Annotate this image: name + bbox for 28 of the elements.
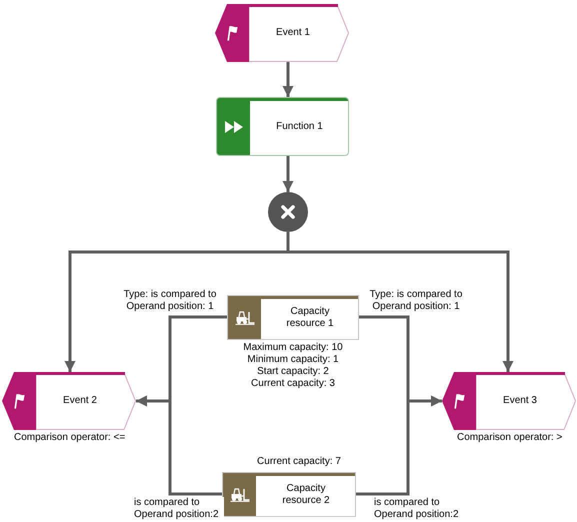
annotation-text: Start capacity: 2 <box>257 366 329 378</box>
event-label: Event 3 <box>503 395 537 407</box>
annotation-text: Comparison operator: <= <box>14 432 126 444</box>
resource-label: Capacity resource 1 <box>285 306 335 330</box>
annotation-text: Comparison operator: > <box>457 432 562 444</box>
function-label: Function 1 <box>276 120 323 132</box>
annotation-text: Maximum capacity: 10 <box>243 342 343 354</box>
event-hexagon <box>442 372 576 430</box>
connector-arrow <box>282 62 294 97</box>
connector-arrow <box>356 396 442 496</box>
edge-label: Type: is compared to Operand position: 1 <box>367 289 465 313</box>
connector-arrow <box>282 156 294 192</box>
function-box <box>216 97 349 156</box>
annotation-text: Minimum capacity: 1 <box>247 354 339 366</box>
event-label: Event 1 <box>276 27 310 39</box>
event-label: Event 2 <box>63 395 97 407</box>
resource-label: Capacity resource 2 <box>281 482 331 506</box>
event-hexagon <box>215 4 349 62</box>
edge-label: Type: is compared to Operand position: 1 <box>121 289 219 313</box>
gateway-circle <box>268 192 308 232</box>
connector-arrow <box>286 232 514 372</box>
resource-box <box>227 295 359 340</box>
event-hexagon <box>2 372 136 430</box>
annotation-text: Current capacity: 3 <box>251 378 335 390</box>
connector-arrow <box>136 396 222 496</box>
resource-box <box>222 472 356 517</box>
annotation-text: Current capacity: 7 <box>257 456 341 468</box>
edge-label: is compared to Operand position:2 <box>134 497 224 521</box>
